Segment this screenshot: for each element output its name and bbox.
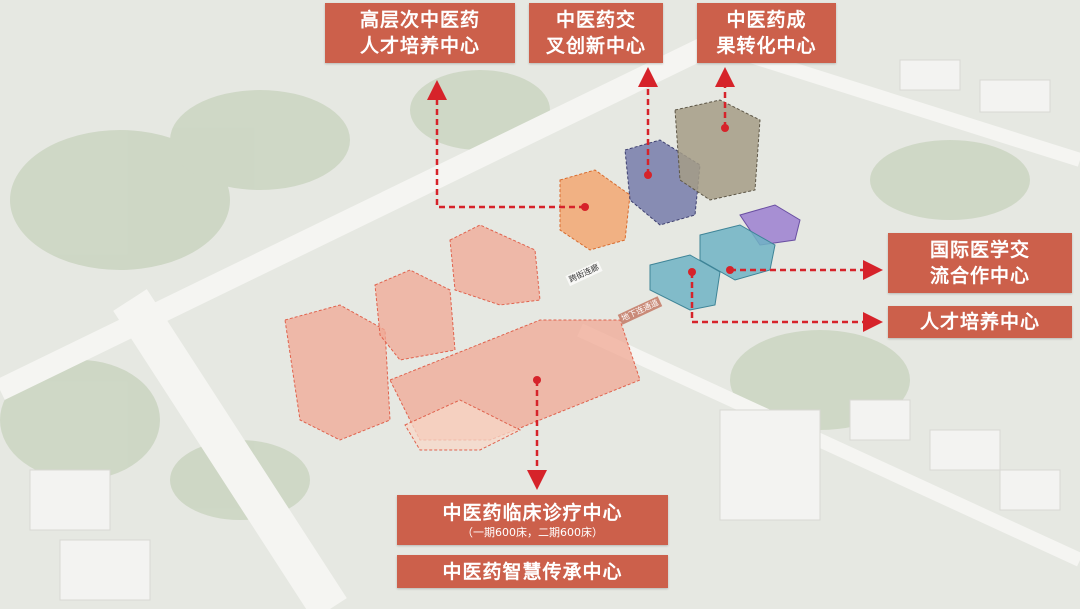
khaki-building: [674, 99, 761, 201]
label-line: 中医药临床诊疗中心: [442, 502, 623, 524]
arrow-talent: [690, 272, 883, 332]
label-heritage-center: 中医药智慧传承中心: [397, 555, 668, 588]
label-note: （一期600床，二期600床）: [462, 526, 603, 539]
label-line: 中医药智慧传承中心: [442, 560, 623, 583]
label-line: 高层次中医药: [359, 9, 480, 31]
clinical-building: [284, 224, 641, 451]
surrounding-buildings: [29, 59, 1061, 601]
label-line: 中医药成: [726, 9, 807, 31]
label-line: 人才培养中心: [919, 311, 1040, 333]
label-international-center: 国际医学交 流合作中心: [888, 233, 1072, 293]
label-line: 果转化中心: [716, 35, 817, 57]
teal-building-lower: [649, 254, 721, 311]
label-line: 人才培养中心: [359, 35, 480, 57]
label-line: 国际医学交: [929, 239, 1030, 261]
label-achievement-center: 中医药成 果转化中心: [697, 3, 836, 63]
pointer-lines: [427, 67, 883, 490]
roads: [0, 30, 1080, 609]
label-cross-innovation-center: 中医药交 叉创新中心: [529, 3, 663, 63]
label-clinical-center: 中医药临床诊疗中心 （一期600床，二期600床）: [397, 495, 668, 545]
label-high-talent-center: 高层次中医药 人才培养中心: [325, 3, 515, 63]
label-line: 流合作中心: [929, 265, 1030, 287]
label-line: 叉创新中心: [545, 35, 646, 57]
label-talent-center: 人才培养中心: [888, 306, 1072, 338]
label-line: 中医药交: [555, 9, 636, 31]
anchor-dots: [533, 124, 734, 384]
orange-building: [559, 169, 631, 251]
